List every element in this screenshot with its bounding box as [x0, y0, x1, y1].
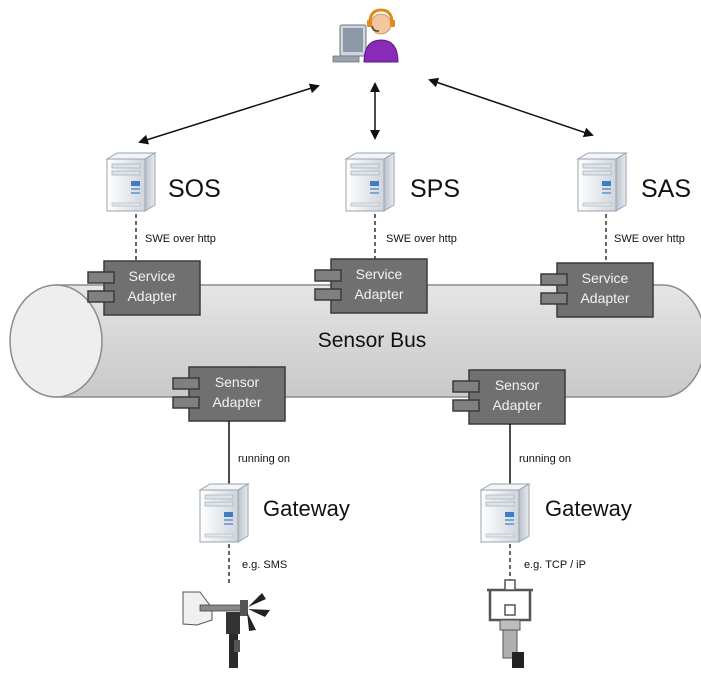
service-name: SPS [410, 175, 460, 203]
service-adapter-line1: Service [129, 268, 176, 284]
service-protocol: SWE over http [614, 233, 685, 245]
server-tower-icon [199, 483, 249, 543]
service-name: SOS [168, 175, 221, 203]
running-on-label: running on [519, 453, 571, 465]
service-sps: SPS SWE over http Service Adapter [314, 152, 460, 314]
service-name: SAS [641, 175, 691, 203]
sensor-adapter-line1: Sensor [215, 374, 260, 390]
server-tower-icon [577, 152, 627, 212]
service-protocol: SWE over http [386, 233, 457, 245]
service-adapter: Service Adapter [540, 262, 654, 318]
service-adapter: Service Adapter [314, 258, 428, 314]
bus-label: Sensor Bus [318, 329, 427, 352]
sensor-adapter-line2: Adapter [492, 397, 541, 413]
user-at-computer-icon [332, 8, 399, 63]
service-adapter-line1: Service [582, 270, 629, 286]
sensor-adapter: Sensor Adapter [172, 366, 286, 422]
server-tower-icon [106, 152, 156, 212]
server-tower-icon [480, 483, 530, 543]
service-sos: SOS SWE over http Service Adapter [87, 152, 221, 316]
service-adapter-line2: Adapter [580, 290, 629, 306]
anemometer-wind-vane-icon [182, 591, 270, 668]
gateway-link-label: e.g. TCP / iP [524, 559, 586, 571]
gateway-name: Gateway [545, 496, 632, 521]
server-tower-icon [345, 152, 395, 212]
service-sas: SAS SWE over http Service Adapter [540, 152, 691, 318]
sensor-chain-1: Sensor Adapter running on Gateway e.g. S… [172, 366, 350, 668]
sensor-adapter: Sensor Adapter [452, 369, 566, 425]
sensor-chain-2: Sensor Adapter running on Gateway e.g. T… [452, 369, 632, 668]
gateway-name: Gateway [263, 496, 350, 521]
sensor-adapter-line2: Adapter [212, 394, 261, 410]
service-adapter-line1: Service [356, 266, 403, 282]
service-adapter-line2: Adapter [127, 288, 176, 304]
gateway-link-label: e.g. SMS [242, 559, 287, 571]
user-arrows [138, 77, 594, 145]
service-protocol: SWE over http [145, 233, 216, 245]
sonic-anemometer-icon [487, 579, 533, 668]
service-adapter: Service Adapter [87, 260, 201, 316]
sensor-adapter-line1: Sensor [495, 377, 540, 393]
service-adapter-line2: Adapter [354, 286, 403, 302]
running-on-label: running on [238, 453, 290, 465]
